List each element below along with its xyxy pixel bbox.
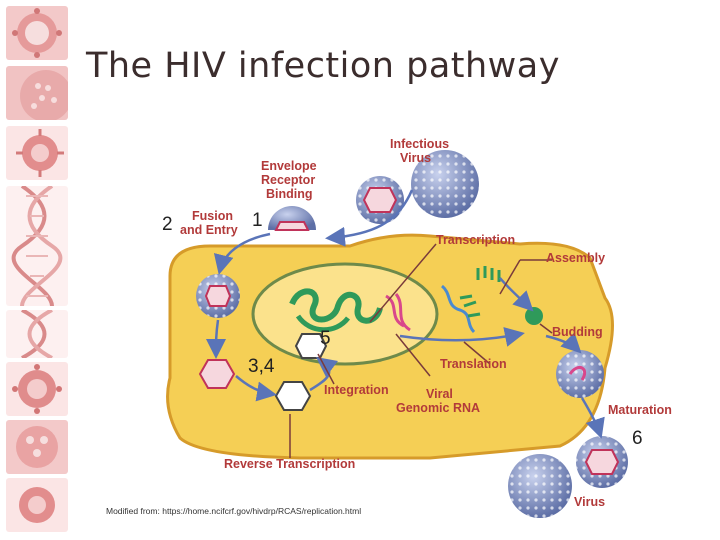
virus-fusion-particle	[268, 206, 316, 231]
label-virus: Virus	[574, 495, 605, 509]
virus-thumbnail-icon	[6, 362, 68, 416]
virus-surface-thumbnail-icon	[6, 66, 68, 120]
virus-thumbnail-icon	[6, 6, 68, 60]
infectious-virus-particle	[411, 150, 479, 218]
decorative-sidebar	[0, 0, 72, 540]
viral-rna-strands	[385, 294, 405, 328]
virus-thumbnail-icon	[6, 420, 68, 474]
virus-binding-particle	[356, 176, 404, 224]
flow-arrows	[206, 189, 605, 439]
slide-title: The HIV infection pathway	[86, 46, 560, 86]
budding-virus-particle	[556, 350, 604, 398]
step-number-3-4: 3,4	[248, 356, 275, 377]
translation-strands	[440, 284, 476, 334]
dna-helix-thumbnail-icon	[6, 310, 68, 358]
label-viral-rna-line2: Genomic RNA	[396, 401, 480, 415]
label-envelope-line3: Binding	[266, 187, 313, 201]
label-envelope-line1: Envelope	[261, 159, 317, 173]
step-number-6: 6	[632, 428, 643, 449]
label-transcription: Transcription	[436, 233, 515, 247]
integrated-dna	[289, 288, 383, 324]
leader-lines	[289, 243, 553, 458]
budding-cluster	[525, 307, 543, 325]
step-number-2: 2	[162, 214, 173, 235]
label-viral-rna-line1: Viral	[426, 387, 453, 401]
dna-helix-thumbnail-icon	[6, 186, 68, 306]
label-fusion-line2: and Entry	[180, 223, 238, 237]
label-envelope-line2: Receptor	[261, 173, 315, 187]
hiv-pathway-diagram: Infectious Virus Envelope Receptor Bindi…	[162, 137, 672, 518]
assembly-proteins	[476, 266, 501, 282]
mature-virus-particle	[576, 436, 628, 488]
source-credit: Modified from: https://home.ncifcrf.gov/…	[106, 506, 362, 516]
entry-vesicle	[196, 274, 240, 318]
uncoated-capsid	[198, 359, 236, 389]
label-reverse-transcription: Reverse Transcription	[224, 457, 355, 471]
virus-thumbnail-icon	[6, 478, 68, 532]
virus-thumbnail-icon	[6, 126, 68, 180]
label-translation: Translation	[440, 357, 507, 371]
step-number-5: 5	[320, 328, 331, 349]
label-assembly: Assembly	[546, 251, 605, 265]
cell-nucleus	[251, 262, 439, 366]
reverse-transcription-capsid	[274, 381, 312, 411]
label-infectious-virus-line1: Infectious	[390, 137, 449, 151]
label-maturation: Maturation	[608, 403, 672, 417]
label-integration: Integration	[324, 383, 389, 397]
released-virus-particle	[508, 454, 572, 518]
label-fusion-line1: Fusion	[192, 209, 233, 223]
label-infectious-virus-line2: Virus	[400, 151, 431, 165]
step-number-1: 1	[252, 210, 263, 231]
label-budding: Budding	[552, 325, 603, 339]
